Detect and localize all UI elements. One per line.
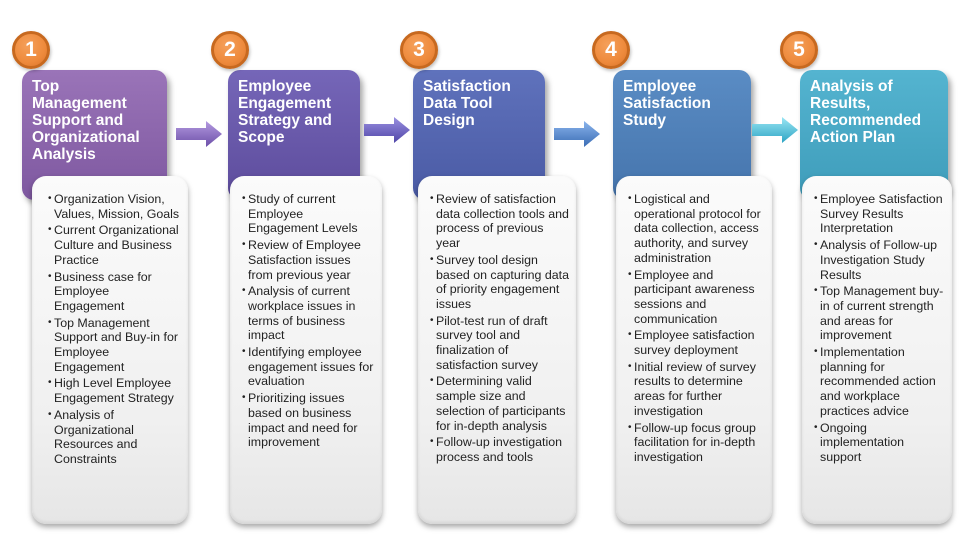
step-badge-4: 4 xyxy=(592,31,630,69)
list-item: Prioritizing issues based on business im… xyxy=(242,391,376,450)
step-badge-2: 2 xyxy=(211,31,249,69)
stage-5-title: Analysis of Results, Recommended Action … xyxy=(810,78,922,146)
step-badge-5: 5 xyxy=(780,31,818,69)
list-item: Analysis of current workplace issues in … xyxy=(242,284,376,343)
stage-4-details: Logistical and operational protocol for … xyxy=(616,176,772,524)
list-item: Follow-up focus group facilitation for i… xyxy=(628,421,766,465)
list-item: Pilot-test run of draft survey tool and … xyxy=(430,314,570,373)
list-item: High Level Employee Engagement Strategy xyxy=(48,376,182,405)
arrow-right-icon xyxy=(364,117,410,143)
stage-3-title: Satisfaction Data Tool Design xyxy=(423,78,511,129)
list-item: Study of current Employee Engagement Lev… xyxy=(242,192,376,236)
step-badge-3: 3 xyxy=(400,31,438,69)
list-item: Organization Vision, Values, Mission, Go… xyxy=(48,192,182,221)
stage-2-title: Employee Engagement Strategy and Scope xyxy=(238,78,332,146)
stage-3-details: Review of satisfaction data collection t… xyxy=(418,176,576,524)
list-item: Initial review of survey results to dete… xyxy=(628,360,766,419)
stage-1-title: Top Management Support and Organizationa… xyxy=(32,78,140,163)
list-item: Top Management buy-in of current strengt… xyxy=(814,284,946,343)
arrow-right-icon xyxy=(554,121,600,147)
list-item: Analysis of Organizational Resources and… xyxy=(48,408,182,467)
list-item: Review of Employee Satisfaction issues f… xyxy=(242,238,376,282)
list-item: Employee satisfaction survey deployment xyxy=(628,328,766,357)
list-item: Current Organizational Culture and Busin… xyxy=(48,223,182,267)
list-item: Survey tool design based on capturing da… xyxy=(430,253,570,312)
stage-2-details: Study of current Employee Engagement Lev… xyxy=(230,176,382,524)
stage-5-details: Employee Satisfaction Survey Results Int… xyxy=(802,176,952,524)
arrow-right-icon xyxy=(752,117,798,143)
stage-4-title: Employee Satisfaction Study xyxy=(623,78,711,129)
list-item: Implementation planning for recommended … xyxy=(814,345,946,419)
stage-1-details: Organization Vision, Values, Mission, Go… xyxy=(32,176,188,524)
list-item: Employee Satisfaction Survey Results Int… xyxy=(814,192,946,236)
list-item: Top Management Support and Buy-in for Em… xyxy=(48,316,182,375)
list-item: Review of satisfaction data collection t… xyxy=(430,192,570,251)
list-item: Employee and participant awareness sessi… xyxy=(628,268,766,327)
arrow-right-icon xyxy=(176,121,222,147)
list-item: Follow-up investigation process and tool… xyxy=(430,435,570,464)
list-item: Logistical and operational protocol for … xyxy=(628,192,766,266)
list-item: Analysis of Follow-up Investigation Stud… xyxy=(814,238,946,282)
list-item: Determining valid sample size and select… xyxy=(430,374,570,433)
list-item: Ongoing implementation support xyxy=(814,421,946,465)
list-item: Business case for Employee Engagement xyxy=(48,270,182,314)
step-badge-1: 1 xyxy=(12,31,50,69)
list-item: Identifying employee engagement issues f… xyxy=(242,345,376,389)
